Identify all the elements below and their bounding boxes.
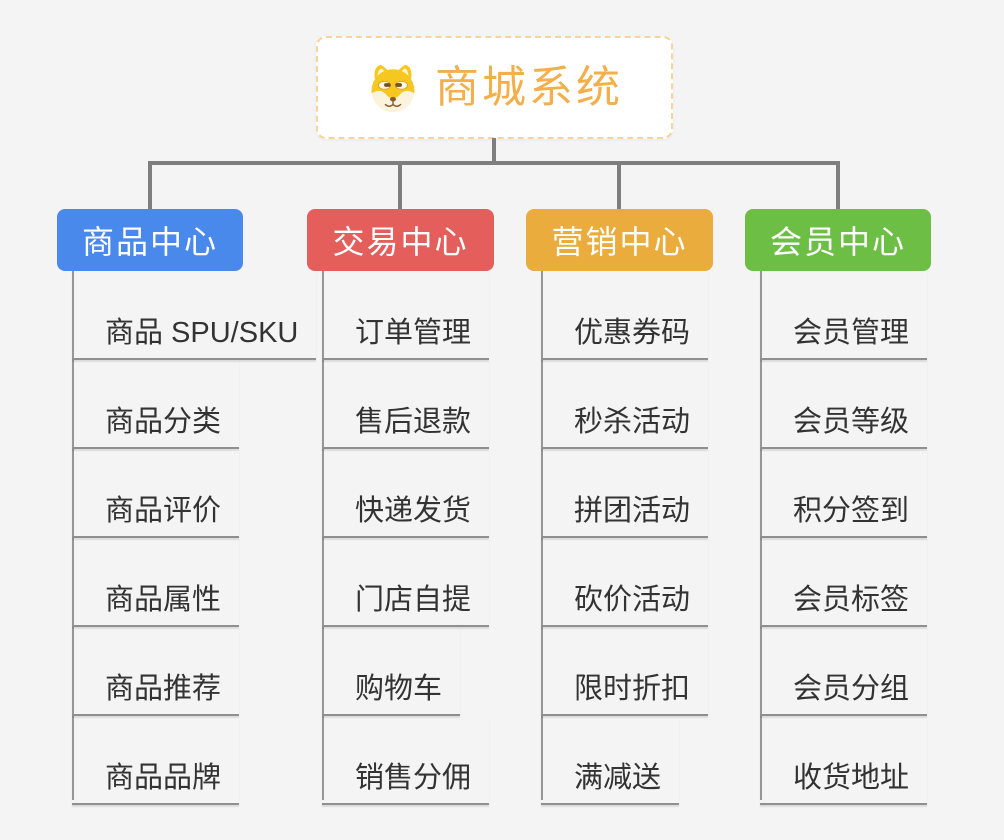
leaf-node[interactable]: 积分签到 bbox=[760, 449, 928, 538]
branch-spine bbox=[760, 271, 762, 800]
leaf-node[interactable]: 门店自提 bbox=[322, 538, 490, 627]
doge-icon bbox=[371, 64, 415, 112]
leaf-node[interactable]: 优惠券码 bbox=[541, 271, 709, 360]
leaf-node[interactable]: 商品推荐 bbox=[72, 627, 240, 716]
branch-spine bbox=[541, 271, 543, 800]
branch-spine bbox=[322, 271, 324, 800]
leaf-node[interactable]: 会员等级 bbox=[760, 360, 928, 449]
leaf-node[interactable]: 商品属性 bbox=[72, 538, 240, 627]
leaf-node[interactable]: 砍价活动 bbox=[541, 538, 709, 627]
branch-node-products[interactable]: 商品中心 bbox=[57, 209, 243, 271]
leaf-node[interactable]: 售后退款 bbox=[322, 360, 490, 449]
connector-drop-marketing bbox=[617, 161, 621, 210]
leaf-node[interactable]: 满减送 bbox=[541, 716, 680, 805]
branch-node-members[interactable]: 会员中心 bbox=[745, 209, 931, 271]
branch-list-members: 会员管理 会员等级 积分签到 会员标签 会员分组 收货地址 bbox=[760, 271, 1004, 805]
branch-list-trade: 订单管理 售后退款 快递发货 门店自提 购物车 销售分佣 bbox=[322, 271, 582, 805]
leaf-node[interactable]: 收货地址 bbox=[760, 716, 928, 805]
leaf-node[interactable]: 商品 SPU/SKU bbox=[72, 271, 317, 360]
leaf-node[interactable]: 限时折扣 bbox=[541, 627, 709, 716]
leaf-node[interactable]: 会员分组 bbox=[760, 627, 928, 716]
connector-drop-products bbox=[148, 161, 152, 210]
leaf-node[interactable]: 快递发货 bbox=[322, 449, 490, 538]
leaf-node[interactable]: 秒杀活动 bbox=[541, 360, 709, 449]
leaf-node[interactable]: 商品评价 bbox=[72, 449, 240, 538]
leaf-node[interactable]: 订单管理 bbox=[322, 271, 490, 360]
branch-spine bbox=[72, 271, 74, 800]
connector-drop-trade bbox=[398, 161, 402, 210]
connector-trunk bbox=[492, 138, 496, 165]
branch-node-marketing[interactable]: 营销中心 bbox=[526, 209, 713, 271]
root-title: 商城系统 bbox=[435, 62, 623, 112]
leaf-node[interactable]: 会员管理 bbox=[760, 271, 928, 360]
root-node[interactable]: 商城系统 bbox=[316, 36, 673, 139]
branch-list-products: 商品 SPU/SKU 商品分类 商品评价 商品属性 商品推荐 商品品牌 bbox=[72, 271, 332, 805]
leaf-node[interactable]: 商品品牌 bbox=[72, 716, 240, 805]
branch-node-trade[interactable]: 交易中心 bbox=[307, 209, 494, 271]
connector-bus bbox=[148, 161, 840, 165]
branch-list-marketing: 优惠券码 秒杀活动 拼团活动 砍价活动 限时折扣 满减送 bbox=[541, 271, 801, 805]
leaf-node[interactable]: 拼团活动 bbox=[541, 449, 709, 538]
connector-drop-members bbox=[836, 161, 840, 210]
leaf-node[interactable]: 销售分佣 bbox=[322, 716, 490, 805]
leaf-node[interactable]: 购物车 bbox=[322, 627, 461, 716]
leaf-node[interactable]: 会员标签 bbox=[760, 538, 928, 627]
leaf-node[interactable]: 商品分类 bbox=[72, 360, 240, 449]
